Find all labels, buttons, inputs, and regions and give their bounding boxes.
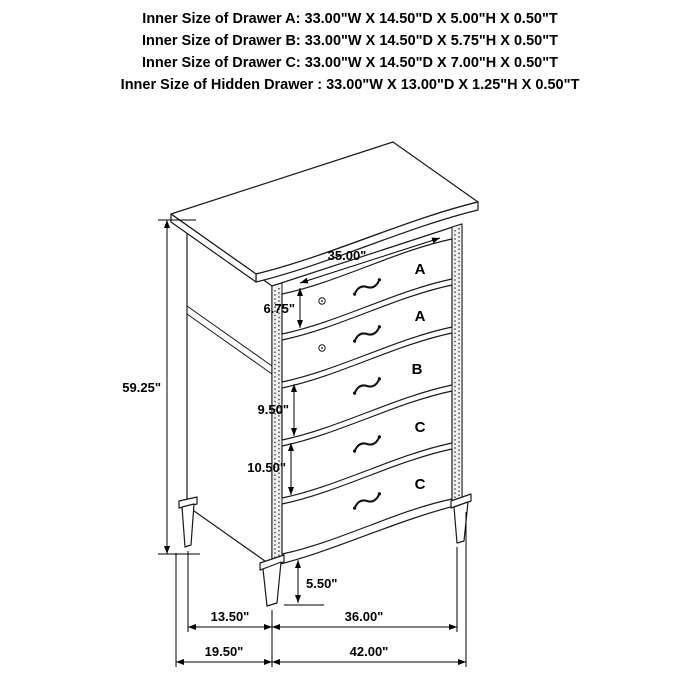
spec-line-hidden-drawer: Inner Size of Hidden Drawer : 33.00"W X …	[120, 77, 580, 93]
dim-leg-height: 5.50"	[306, 576, 337, 591]
top-side-edge	[170, 213, 257, 283]
drawer-width-line	[299, 237, 441, 284]
chest-drawing	[170, 141, 479, 607]
drawer-knob-a2	[318, 344, 326, 352]
dimension-annotations: 59.25" 35.00" 6.75" 9.50" 10.50" 5.50"	[122, 219, 467, 667]
dim-overall-width: 42.00"	[350, 644, 389, 659]
dim-top-width: 36.00"	[345, 609, 384, 624]
spec-header: Inner Size of Drawer A: 33.00"W X 14.50"…	[0, 8, 700, 96]
front-right-leg	[453, 501, 469, 544]
dim-drawer-c-height: 10.50"	[247, 460, 286, 475]
dim-drawer-b-height: 9.50"	[258, 402, 289, 417]
spec-line-drawer-b: Inner Size of Drawer B: 33.00"W X 14.50"…	[142, 33, 558, 49]
side-molding-upper	[186, 305, 273, 367]
dim-overall-height: 59.25"	[122, 380, 161, 395]
front-left-leg-cap	[259, 554, 285, 571]
spec-line-drawer-c: Inner Size of Drawer C: 33.00"W X 14.50"…	[142, 55, 558, 71]
dim-top-depth: 13.50"	[211, 609, 250, 624]
right-stile	[451, 223, 463, 508]
side-molding-lower	[186, 313, 273, 375]
drawer-label-a2: A	[415, 308, 426, 325]
drawer-label-c1: C	[415, 419, 426, 436]
drawer-label-a1: A	[415, 261, 426, 278]
front-right-leg-cap	[450, 493, 472, 509]
front-left-leg	[262, 561, 282, 607]
drawer-knob-a1	[318, 297, 326, 305]
dim-drawer-width: 35.00"	[328, 248, 367, 263]
drawer-pull-c1	[353, 435, 381, 453]
dim-drawer-a-height: 6.75"	[264, 301, 295, 316]
drawer-pull-b	[353, 377, 381, 395]
back-left-leg	[181, 503, 195, 548]
dim-overall-depth: 19.50"	[205, 644, 244, 659]
spec-line-drawer-a: Inner Size of Drawer A: 33.00"W X 14.50"…	[142, 11, 558, 27]
drawer-pull-c2	[353, 492, 381, 510]
drawer-label-c2: C	[415, 476, 426, 493]
drawer-pull-a2	[353, 325, 381, 343]
drawer-label-b: B	[412, 361, 423, 378]
left-stile	[271, 282, 283, 567]
back-left-leg-cap	[178, 496, 198, 509]
